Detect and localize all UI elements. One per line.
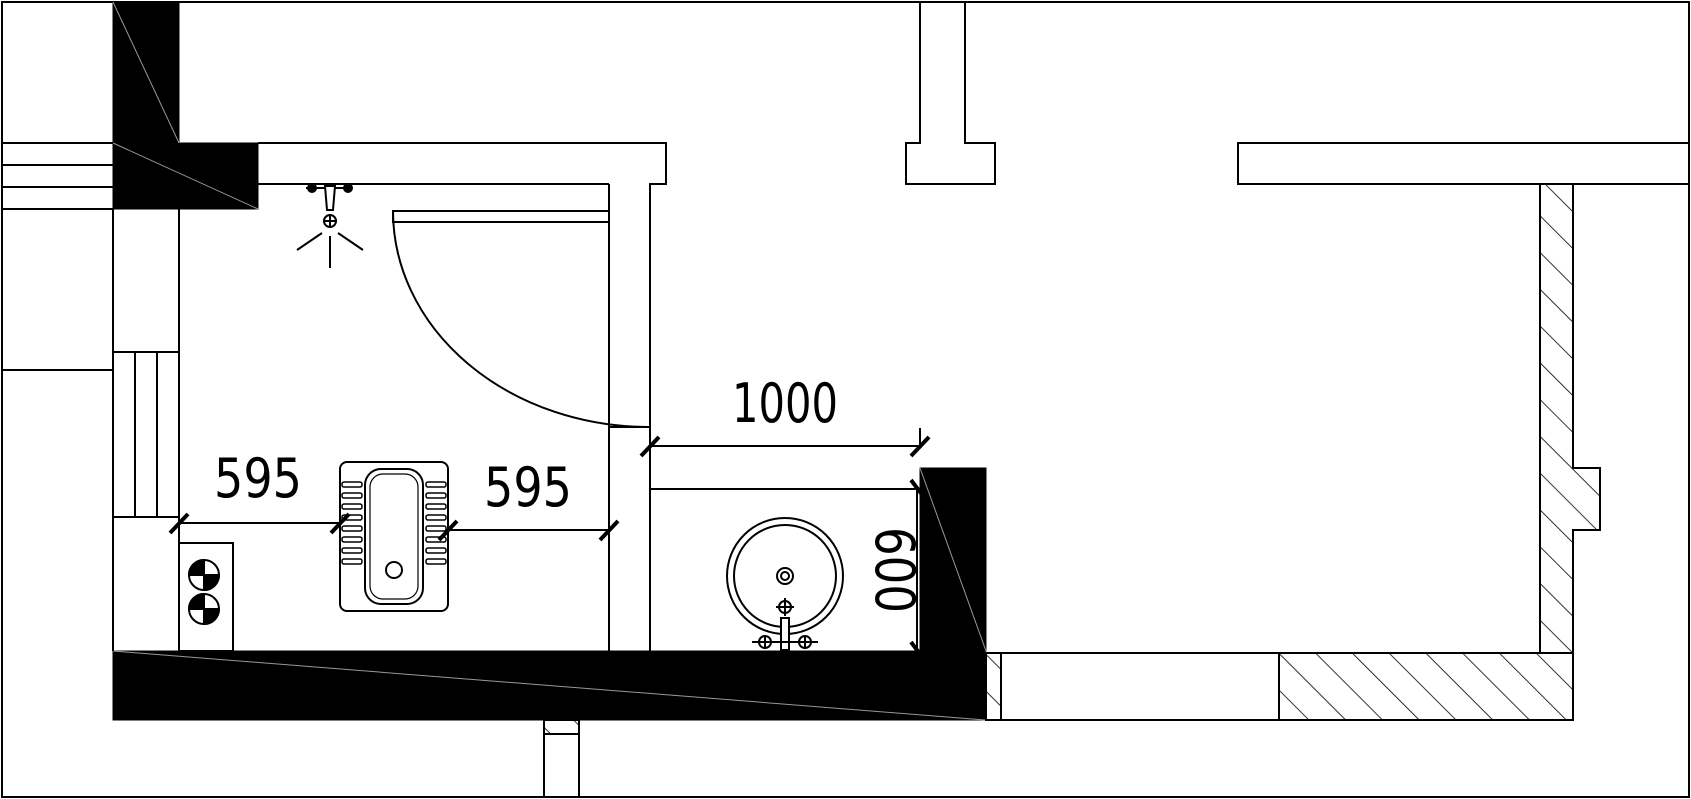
floor-drain-icon: [187, 592, 221, 626]
floor-drain-icon: [187, 558, 221, 592]
dimension-lines: [168, 428, 931, 660]
solid-walls: [112, 1, 987, 721]
squat-toilet-icon: [339, 461, 449, 612]
dimension-label-1000: 1000: [732, 372, 838, 435]
hatched-wall-right: [1539, 183, 1601, 654]
dimension-label-600: 600: [863, 527, 926, 613]
floor-drain-box: [178, 542, 234, 652]
shower-head-icon: [296, 183, 364, 268]
dimension-label-595-right: 595: [484, 456, 572, 519]
hatched-walls: [543, 183, 1601, 735]
door-swing: [392, 210, 650, 428]
washbasin-icon: [726, 517, 844, 651]
hatched-wall-bottom-right: [1278, 652, 1574, 721]
hatched-wall-bottom-shaft: [543, 719, 580, 735]
hatched-wall-bottom-small: [985, 652, 1002, 721]
solid-wall-accents: [112, 1, 987, 721]
dimension-label-595-left: 595: [214, 447, 302, 510]
